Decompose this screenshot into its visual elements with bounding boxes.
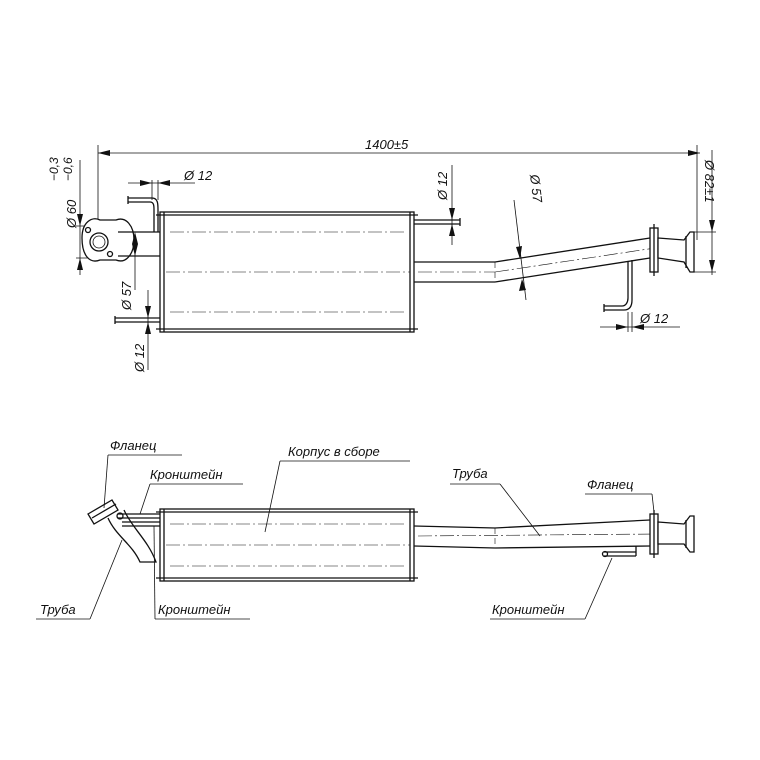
left-top-bracket-inner [128, 201, 155, 232]
arrow-down-icon [449, 208, 455, 220]
inlet-pipe-diameter-text: Ø 57 [119, 281, 134, 311]
leader-pipe-left [89, 539, 123, 620]
label-bracket-right-bottom: Кронштейн [492, 602, 565, 617]
right-bottom-bracket-inner [604, 262, 629, 307]
flange-diameter-text: Ø 60 [64, 199, 79, 229]
arrow-up-icon [449, 224, 455, 236]
leader-bracket-top [139, 483, 151, 515]
outlet-pipe-axis-side [417, 533, 656, 537]
label-housing: Корпус в сборе [288, 444, 380, 459]
arrow-right-icon [616, 324, 628, 330]
leader-pipe-right [499, 483, 541, 537]
label-flange-right: Фланец [587, 477, 633, 492]
arrow-left-icon [98, 150, 110, 156]
outlet-cone [657, 231, 695, 273]
flange-bolt-hole [106, 250, 114, 258]
bracket-end [601, 550, 609, 558]
label-flange-left: Фланец [110, 438, 156, 453]
arrow-down-icon [145, 306, 151, 318]
outlet-pipe-diameter-text: Ø 57 [527, 173, 546, 205]
inlet-flange-hole-inner [92, 235, 106, 249]
inlet-flange-hole [89, 232, 109, 252]
arrow-up-icon [709, 260, 715, 272]
leader-bracket-bottom [153, 525, 156, 620]
arrow-up-icon [77, 258, 83, 270]
bracket-end [116, 512, 124, 520]
arrow-left-icon [632, 324, 644, 330]
right-bottom-bracket-diameter-text: Ø 12 [639, 311, 669, 326]
outlet-diameter-text: Ø 82±1 [702, 159, 717, 203]
arrow-down-icon [77, 214, 83, 226]
label-pipe-left: Труба [40, 602, 76, 617]
arrow-up-icon [519, 279, 526, 291]
outlet-pipe-top-side [413, 525, 496, 529]
label-pipe-right: Труба [452, 466, 488, 481]
left-top-bracket-diameter-text: Ø 12 [183, 168, 213, 183]
inlet-flange-face [91, 503, 117, 519]
bottom-view: Фланец Кронштейн Корпус в сборе Труба Фл… [36, 438, 695, 620]
arrow-up-icon [132, 232, 138, 244]
leader-flange-left [103, 454, 109, 509]
flange-bolt-hole [84, 226, 92, 234]
overall-length-text: 1400±5 [365, 137, 409, 152]
flange-tolerance-upper: −0,3 [47, 157, 61, 181]
arrow-up-icon [145, 322, 151, 334]
outlet-pipe-angled-axis [494, 247, 656, 273]
label-bracket-left-bottom: Кронштейн [158, 602, 231, 617]
arrow-left-icon [158, 180, 170, 186]
arrow-right-icon [140, 180, 152, 186]
outlet-pipe-bottom-angled-side [494, 545, 651, 549]
top-view: 1400±5 Ø 60 −0,3 −0,6 Ø 57 Ø [47, 137, 717, 373]
outlet-pipe-top-angled-side [494, 519, 651, 529]
right-bottom-bracket [604, 260, 633, 311]
flange-tolerance-lower: −0,6 [61, 157, 75, 181]
outlet-pipe-bottom-angled [494, 257, 651, 283]
leader-housing [264, 460, 281, 533]
label-bracket-left-top: Кронштейн [150, 467, 223, 482]
outlet-cone-side [657, 515, 695, 553]
right-top-bracket-diameter-text: Ø 12 [435, 171, 450, 201]
outlet-pipe-bottom-side [413, 545, 496, 549]
arrow-right-icon [688, 150, 700, 156]
left-bottom-bracket-diameter-text: Ø 12 [132, 343, 147, 373]
arrow-down-icon [709, 220, 715, 232]
leader-flange-right [651, 493, 655, 513]
arrow-down-icon [132, 244, 138, 256]
leader-bracket-right [584, 557, 613, 620]
arrow-down-icon [516, 246, 522, 259]
